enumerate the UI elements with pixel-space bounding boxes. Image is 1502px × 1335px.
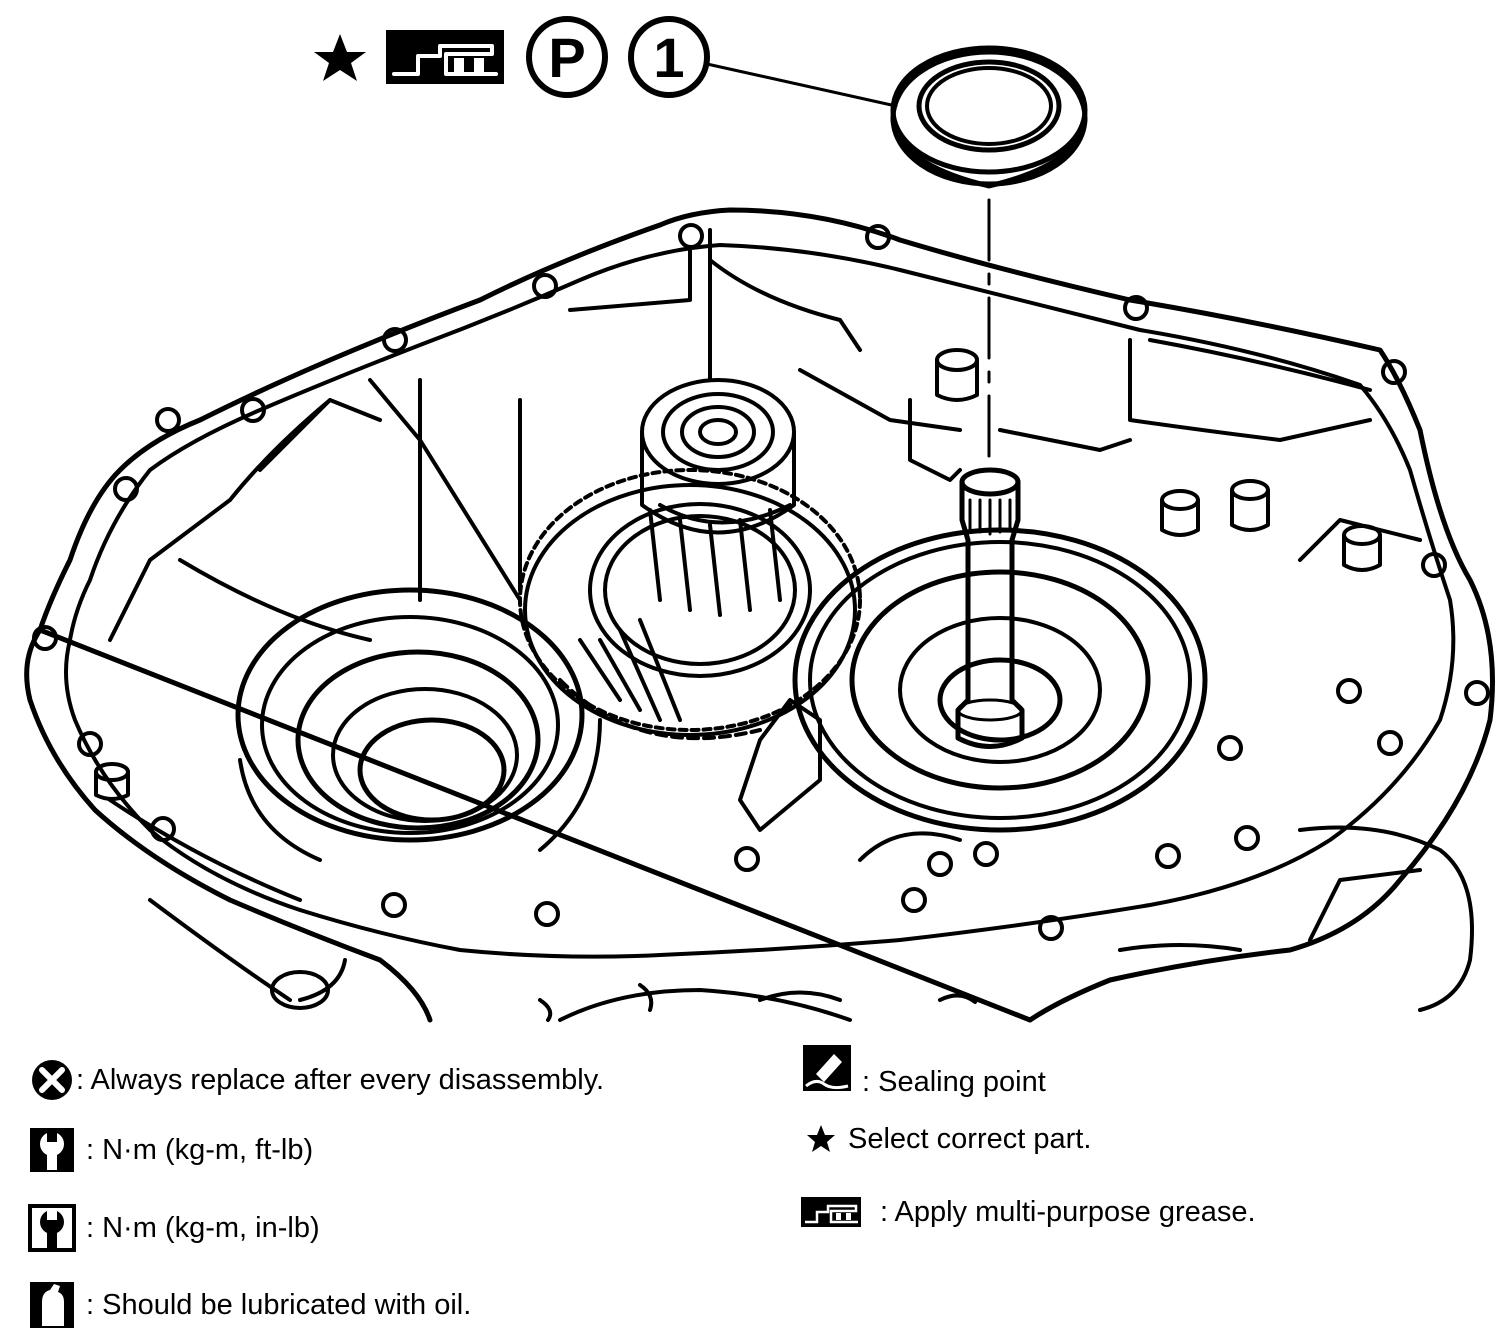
case-outline [24, 207, 1495, 1023]
input-shaft-bearing [792, 527, 1208, 833]
always-replace-icon [32, 1060, 72, 1100]
differential-bore [235, 587, 602, 862]
legend-item-oil: : Should be lubricated with oil. [28, 1280, 471, 1330]
legend-item-grease: : Apply multi-purpose grease. [800, 1196, 1256, 1228]
pinion-gear [640, 378, 796, 617]
sealing-point-icon [803, 1045, 851, 1091]
leader-line [705, 62, 898, 108]
transaxle-case-diagram: P 1 [24, 16, 1495, 1023]
final-drive-gear [518, 468, 862, 741]
number-1-circle-icon: 1 [628, 16, 710, 98]
legend-text-torque-ft-lb: : N·m (kg-m, ft-lb) [86, 1133, 314, 1166]
torque-wrench-filled-icon [28, 1204, 76, 1252]
legend-text-torque-in-lb: : N·m (kg-m, in-lb) [86, 1211, 320, 1244]
legend-item-sealing-point: : Sealing point [802, 1044, 1046, 1096]
legend-item-torque-in-lb: : N·m (kg-m, in-lb) [28, 1204, 320, 1252]
case-ribs [108, 228, 1422, 902]
legend-item-select-part: Select correct part. [806, 1124, 1091, 1154]
case-bosses [94, 348, 1382, 801]
callout-letter: P [548, 26, 585, 89]
grease-gun-icon [801, 1197, 861, 1227]
legend-text-oil: : Should be lubricated with oil. [86, 1288, 472, 1321]
input-shaft [955, 467, 1025, 749]
oil-seal-part [890, 45, 1088, 189]
legend-text-grease: : Apply multi-purpose grease. [880, 1195, 1256, 1228]
star-icon [807, 1125, 835, 1152]
torque-wrench-icon [30, 1128, 74, 1172]
star-icon [314, 34, 366, 81]
grease-gun-icon [386, 30, 504, 84]
lower-flange-details [148, 698, 1474, 1022]
callout-symbols: P 1 [314, 16, 898, 108]
legend-text-always-replace: : Always replace after every disassembly… [76, 1063, 605, 1096]
case-flange [64, 243, 1456, 959]
legend-item-always-replace: : Always replace after every disassembly… [28, 1058, 604, 1102]
bolt-holes [32, 223, 1490, 941]
legend-text-select-part: Select correct part. [848, 1122, 1092, 1155]
legend-text-sealing-point: : Sealing point [862, 1065, 1046, 1098]
legend-item-torque-ft-lb: : N·m (kg-m, ft-lb) [28, 1126, 313, 1174]
callout-number: 1 [653, 26, 684, 89]
p-circle-icon: P [526, 16, 608, 98]
oil-can-icon [30, 1282, 74, 1328]
